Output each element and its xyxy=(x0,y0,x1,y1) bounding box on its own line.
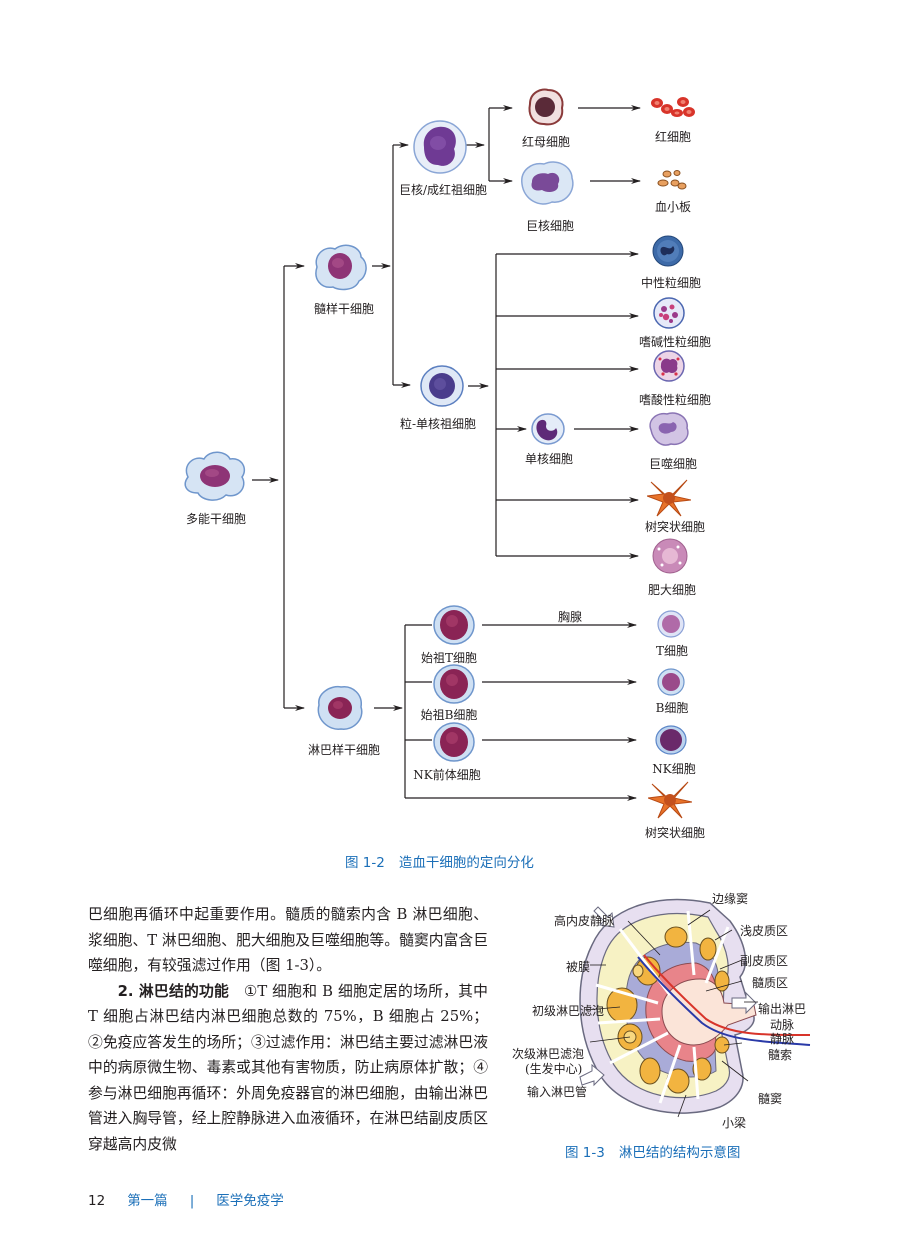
erythroblast-icon xyxy=(528,88,564,126)
pro-b-cell-icon xyxy=(433,664,475,704)
label-myeloid-stem-cell: 髓样干细胞 xyxy=(313,302,375,316)
mast-cell-icon xyxy=(652,538,688,574)
label-pluripotent-stem-cell: 多能干细胞 xyxy=(185,512,247,526)
afferent-arrow-bottom-icon xyxy=(579,1063,605,1087)
neutrophil-icon xyxy=(652,235,684,267)
nk-cell-icon xyxy=(655,725,687,755)
label-superficial-cortex: 浅皮质区 xyxy=(740,924,789,938)
label-medulla: 髓质区 xyxy=(752,976,789,990)
label-megakaryocyte: 巨核细胞 xyxy=(525,219,575,233)
label-nk-precursor: NK前体细胞 xyxy=(413,768,481,782)
label-medullary-cord: 髓索 xyxy=(768,1048,793,1062)
label-mast-cell: 肥大细胞 xyxy=(647,583,697,597)
red-blood-cells-icon xyxy=(651,97,695,117)
footer-separator: | xyxy=(189,1193,195,1209)
paragraph-1: 巴细胞再循环中起重要作用。髓质的髓索内含 B 淋巴细胞、浆细胞、T 淋巴细胞、肥… xyxy=(88,906,488,974)
platelets-icon xyxy=(657,170,687,190)
mega-erythroid-progenitor-icon xyxy=(413,120,467,174)
page-number: 12 xyxy=(88,1193,106,1209)
figure-1-2-caption: 图 1-2 造血干细胞的定向分化 xyxy=(345,851,534,871)
macrophage-icon xyxy=(649,412,689,446)
label-vein: 静脉 xyxy=(770,1032,795,1046)
label-erythroblast: 红母细胞 xyxy=(521,135,571,149)
label-dendritic-cell-myeloid: 树突状细胞 xyxy=(644,520,706,534)
label-trabecula: 小梁 xyxy=(722,1116,747,1130)
label-primary-follicle: 初级淋巴滤泡 xyxy=(532,1004,605,1018)
label-macrophage: 巨噬细胞 xyxy=(648,457,698,471)
paragraph-2-text: ①T 细胞和 B 细胞定居的场所，其中 T 细胞占淋巴结内淋巴细胞总数的 75%… xyxy=(88,982,488,1153)
label-mega-erythroid-progenitor: 巨核/成红祖细胞 xyxy=(398,183,488,197)
efferent-arrow-icon xyxy=(731,991,757,1015)
body-text: 巴细胞再循环中起重要作用。髓质的髓索内含 B 淋巴细胞、浆细胞、T 淋巴细胞、肥… xyxy=(88,902,488,1157)
figure-1-3-caption: 图 1-3 淋巴结的结构示意图 xyxy=(565,1141,740,1161)
label-artery: 动脉 xyxy=(770,1018,795,1032)
myeloid-stem-cell-icon xyxy=(315,244,367,291)
label-marginal-sinus: 边缘窦 xyxy=(712,892,749,906)
dendritic-cell-myeloid-icon xyxy=(647,479,691,517)
afferent-arrow-top-icon xyxy=(593,906,615,928)
label-lymphoid-stem-cell: 淋巴样干细胞 xyxy=(307,743,381,757)
paragraph-2: 2. 淋巴结的功能 ①T 细胞和 B 细胞定居的场所，其中 T 细胞占淋巴结内淋… xyxy=(88,979,488,1158)
footer-part: 第一篇 xyxy=(127,1193,168,1209)
label-pro-t-cell: 始祖T细胞 xyxy=(420,651,478,665)
figure-1-3-number: 图 1-3 xyxy=(565,1145,605,1161)
label-red-blood-cell: 红细胞 xyxy=(654,130,692,144)
gm-progenitor-icon xyxy=(420,365,464,407)
lymphoid-stem-cell-icon xyxy=(317,685,363,730)
pro-t-cell-icon xyxy=(433,605,475,645)
figure-1-3-title: 淋巴结的结构示意图 xyxy=(618,1145,741,1161)
footer-book-title: 医学免疫学 xyxy=(216,1193,284,1209)
label-nk-cell: NK细胞 xyxy=(652,762,696,776)
label-hev: 高内皮静脉 xyxy=(554,914,615,928)
label-secondary-follicle: 次级淋巴滤泡 xyxy=(512,1047,585,1061)
artery-vessel xyxy=(643,954,811,1036)
pluripotent-stem-cell-icon xyxy=(184,451,246,501)
lymph-node-diagram xyxy=(579,898,811,1118)
label-platelet: 血小板 xyxy=(654,200,692,214)
section-heading: 2. 淋巴结的功能 xyxy=(117,982,230,1000)
leader-lines xyxy=(585,909,758,1118)
nk-precursor-icon xyxy=(433,722,475,762)
label-thymus: 胸腺 xyxy=(557,610,583,624)
label-b-cell: B细胞 xyxy=(655,701,689,715)
label-germinal-center: (生发中心) xyxy=(525,1062,583,1076)
figure-1-2-number: 图 1-2 xyxy=(345,855,385,871)
vein-vessel xyxy=(637,956,811,1046)
label-medullary-sinus: 髓窦 xyxy=(758,1092,783,1106)
eosinophil-icon xyxy=(653,350,685,382)
label-paracortex: 副皮质区 xyxy=(740,954,789,968)
hematopoiesis-connector-lines xyxy=(252,105,641,801)
trabeculae xyxy=(595,910,730,1104)
label-afferent-lymph: 输入淋巴管 xyxy=(527,1085,588,1099)
label-neutrophil: 中性粒细胞 xyxy=(640,276,702,290)
megakaryocyte-icon xyxy=(521,161,574,205)
dendritic-cell-lymphoid-icon xyxy=(648,781,692,819)
b-cell-icon xyxy=(657,668,685,696)
label-capsule: 被膜 xyxy=(566,960,591,974)
page-footer: 12 第一篇 | 医学免疫学 xyxy=(88,1189,284,1209)
basophil-icon xyxy=(653,297,685,329)
label-pro-b-cell: 始祖B细胞 xyxy=(420,708,478,722)
figure-1-2-title: 造血干细胞的定向分化 xyxy=(398,855,534,871)
label-monocyte: 单核细胞 xyxy=(524,452,574,466)
label-basophil: 嗜碱性粒细胞 xyxy=(638,335,712,349)
monocyte-icon xyxy=(531,413,565,445)
label-t-cell: T细胞 xyxy=(655,644,689,658)
label-gm-progenitor: 粒-单核祖细胞 xyxy=(399,417,477,431)
label-dendritic-cell-lymphoid: 树突状细胞 xyxy=(644,826,706,840)
follicles xyxy=(606,926,730,1094)
label-efferent-lymph: 输出淋巴 xyxy=(758,1002,807,1016)
label-eosinophil: 嗜酸性粒细胞 xyxy=(638,393,712,407)
medulla-center-shape xyxy=(661,978,757,1046)
t-cell-icon xyxy=(657,610,685,638)
